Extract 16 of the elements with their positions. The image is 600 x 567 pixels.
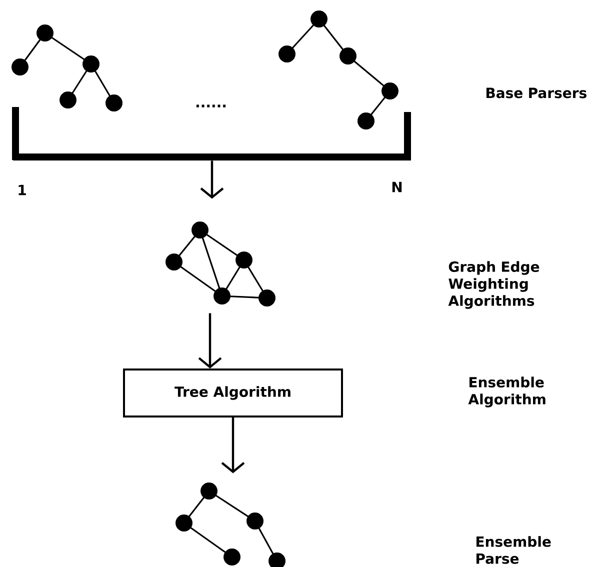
arrow	[200, 160, 224, 199]
arrow	[221, 418, 245, 474]
tree-drawing	[12, 24, 122, 112]
stage-label: Base Parsers	[486, 88, 586, 98]
tree-drawing	[278, 10, 398, 130]
stage-label: Ensemble Parse	[476, 536, 551, 564]
process-box: Tree Algorithm	[123, 368, 343, 418]
index-label: N	[392, 182, 402, 192]
bracket-drawing	[12, 107, 411, 160]
stage-label: Graph Edge Weighting Algorithms	[448, 261, 540, 309]
graph-drawing	[166, 222, 276, 306]
arrow	[198, 313, 222, 368]
index-label: 1	[18, 184, 26, 196]
tree-drawing	[176, 482, 286, 567]
ellipsis-label: ......	[196, 104, 226, 108]
stage-label: Ensemble Algorithm	[468, 376, 546, 408]
